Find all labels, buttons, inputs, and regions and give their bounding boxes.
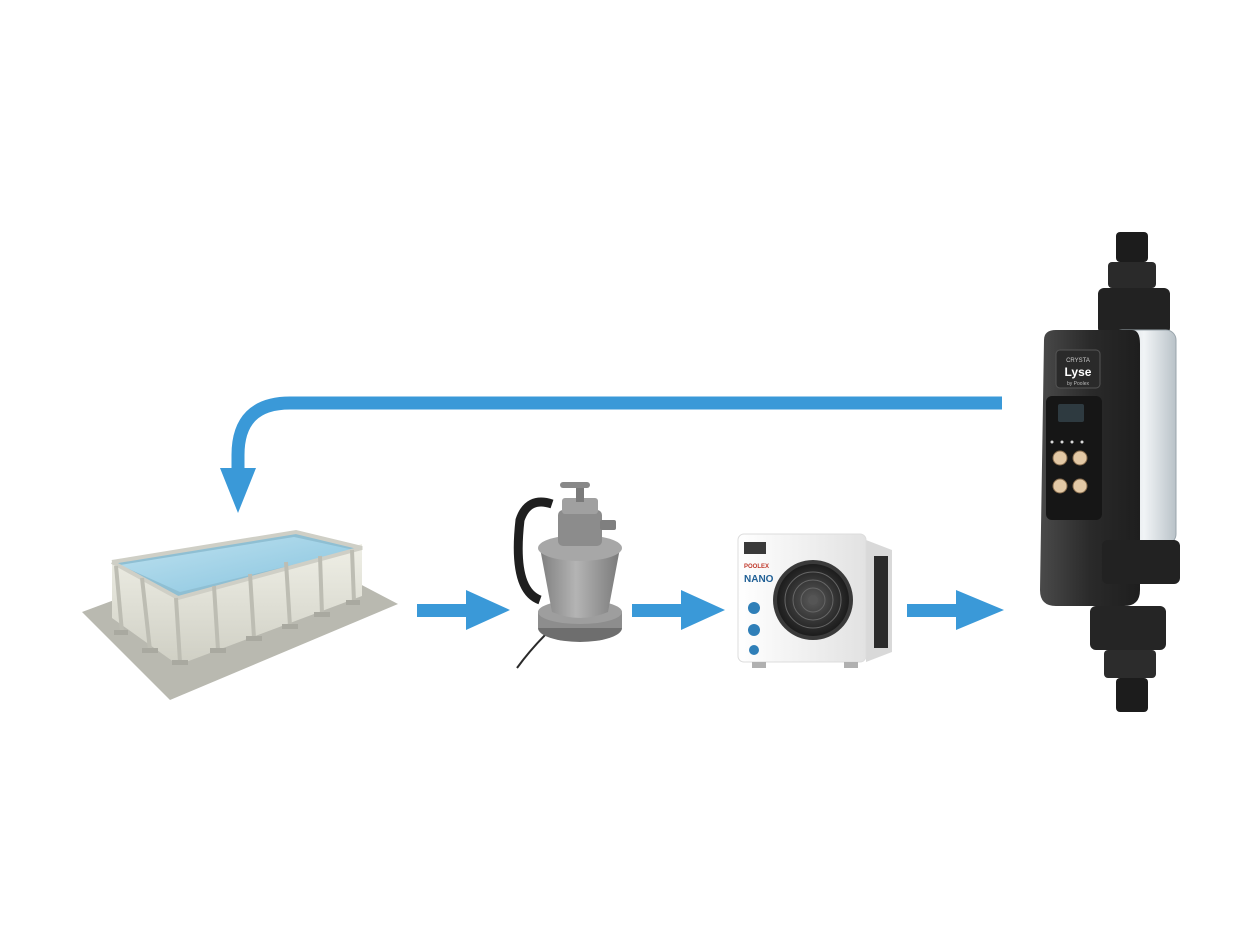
flow-arrow-right-icon	[632, 590, 725, 630]
heat-pump-icon: POOLEX NANO	[737, 533, 892, 668]
heat-pump-brand-top: POOLEX	[744, 564, 769, 570]
sand-filter-pump-icon	[513, 482, 622, 669]
salt-chlorinator-icon: CRYSTA Lyse by Poolex	[1040, 232, 1180, 712]
flow-arrow-right-icon	[417, 590, 510, 630]
chlorinator-brand-main: Lyse	[1065, 365, 1092, 379]
above-ground-pool-icon	[82, 529, 398, 700]
return-arrow-icon	[220, 396, 1002, 513]
flow-arrow-right-icon	[907, 590, 1004, 630]
chlorinator-brand-sub: by Poolex	[1067, 381, 1089, 387]
power-button-icon	[1052, 450, 1068, 466]
chlorinator-brand-top: CRYSTA	[1066, 358, 1090, 364]
heat-pump-brand-main: NANO	[744, 574, 774, 585]
